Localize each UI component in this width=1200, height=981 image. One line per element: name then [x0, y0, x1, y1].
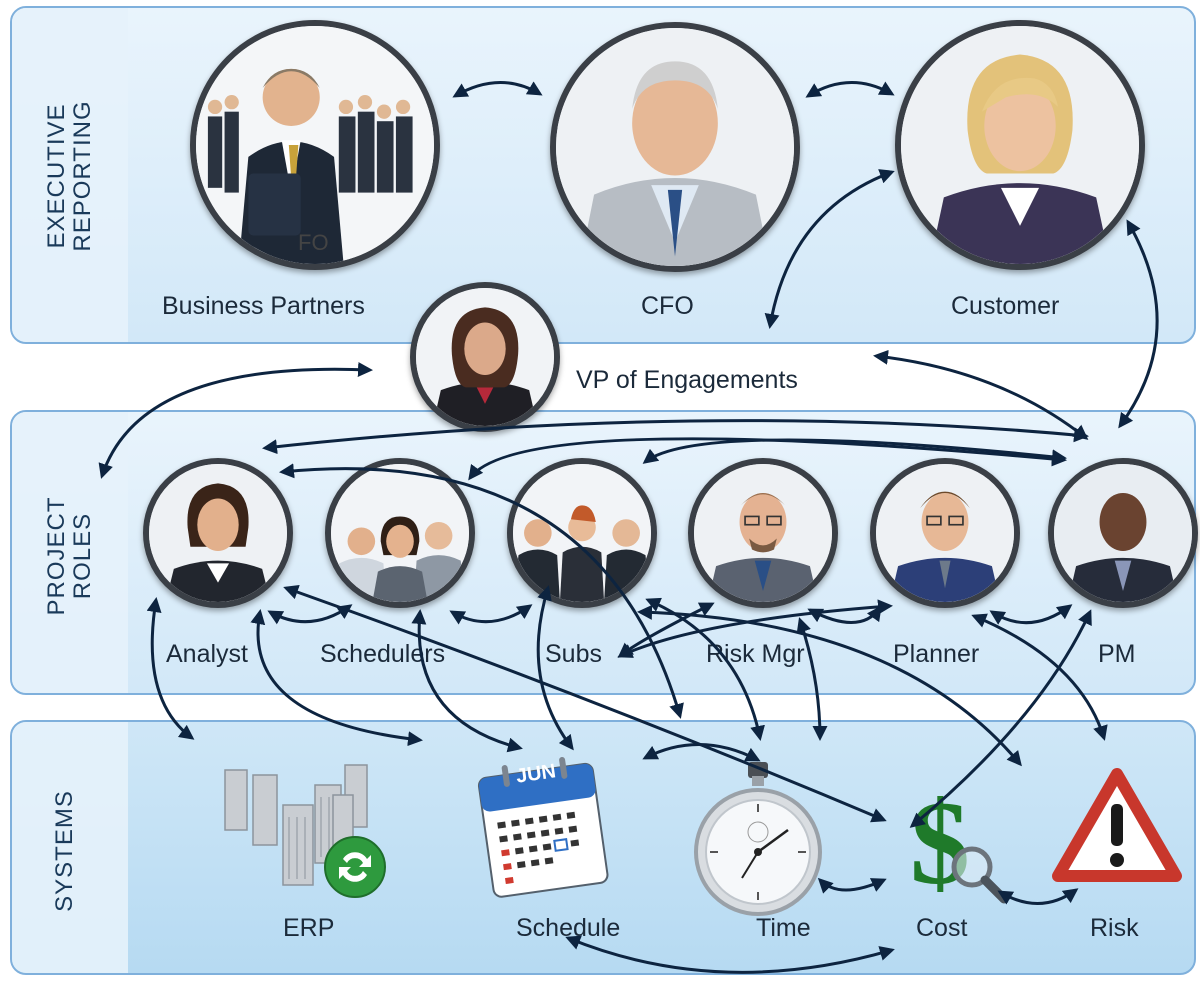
business-partners-label: Business Partners	[162, 292, 365, 320]
time-label: Time	[756, 914, 811, 942]
cfo-photo	[550, 22, 800, 272]
subs-photo	[507, 458, 657, 608]
customer-photo	[895, 20, 1145, 270]
analyst-photo	[143, 458, 293, 608]
systems-label: SYSTEMS	[51, 790, 78, 912]
svg-text:$: $	[910, 776, 970, 909]
cfo-label: CFO	[641, 292, 694, 320]
schedule-label: Schedule	[516, 914, 621, 942]
schedulers-photo	[325, 458, 475, 608]
pm-photo	[1048, 458, 1198, 608]
planner-label: Planner	[893, 640, 980, 668]
cost-label: Cost	[916, 914, 968, 942]
customer-label: Customer	[951, 292, 1060, 320]
analyst-label: Analyst	[166, 640, 248, 668]
risk-label: Risk	[1090, 914, 1139, 942]
business-partners-overlay-text: FO	[298, 230, 329, 255]
executive-reporting-label: EXECUTIVE REPORTING	[43, 100, 96, 252]
vp-of-engagements-label: VP of Engagements	[576, 366, 798, 394]
risk-mgr-photo	[688, 458, 838, 608]
project-roles-label: PROJECT ROLES	[43, 496, 96, 616]
schedulers-label: Schedulers	[320, 640, 446, 668]
business-partners-photo	[190, 20, 440, 270]
cost-dollar-icon: $	[910, 776, 1009, 909]
erp-label: ERP	[283, 914, 335, 942]
subs-label: Subs	[545, 640, 602, 668]
erp-servers-icon	[224, 764, 386, 898]
risk-mgr-label: Risk Mgr	[706, 640, 805, 668]
pm-label: PM	[1098, 640, 1136, 668]
vp-of-engagements-photo	[410, 282, 560, 432]
risk-warning-icon	[1052, 768, 1182, 882]
planner-photo	[870, 458, 1020, 608]
time-stopwatch-icon	[694, 762, 822, 916]
